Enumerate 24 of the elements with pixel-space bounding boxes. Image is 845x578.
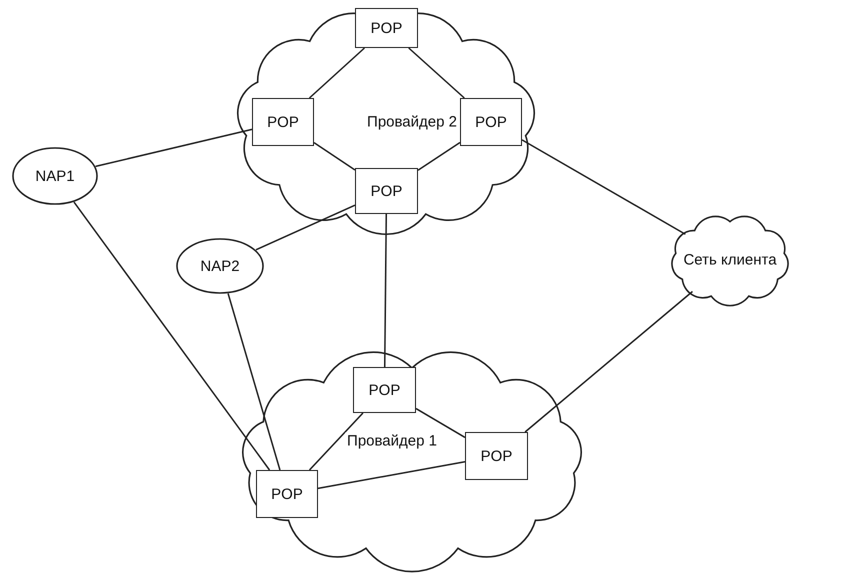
pop-box: POP [355, 168, 418, 214]
connector-line [408, 47, 465, 99]
pop-box: POP [252, 98, 314, 146]
pop-box: POP [460, 98, 522, 146]
connector-line [416, 408, 466, 438]
connector-line [384, 214, 388, 367]
connector-line [256, 204, 356, 250]
connector-line [314, 142, 356, 171]
node-label: NAP1 [35, 168, 75, 184]
connector-line [308, 47, 365, 99]
pop-box: POP [353, 367, 416, 413]
node-label: NAP2 [200, 258, 240, 274]
cloud-label: Провайдер 1 [345, 432, 439, 450]
connector-line [418, 142, 460, 171]
connector-line [73, 202, 270, 470]
connector-line [227, 293, 281, 470]
connector-line [318, 460, 466, 490]
cloud-label: Провайдер 2 [365, 114, 459, 130]
pop-box: POP [256, 470, 318, 518]
pop-box: POP [465, 432, 528, 480]
connector-line [524, 290, 693, 433]
connector-line [308, 412, 364, 471]
connector-line [522, 139, 686, 235]
pop-box: POP [355, 8, 418, 48]
